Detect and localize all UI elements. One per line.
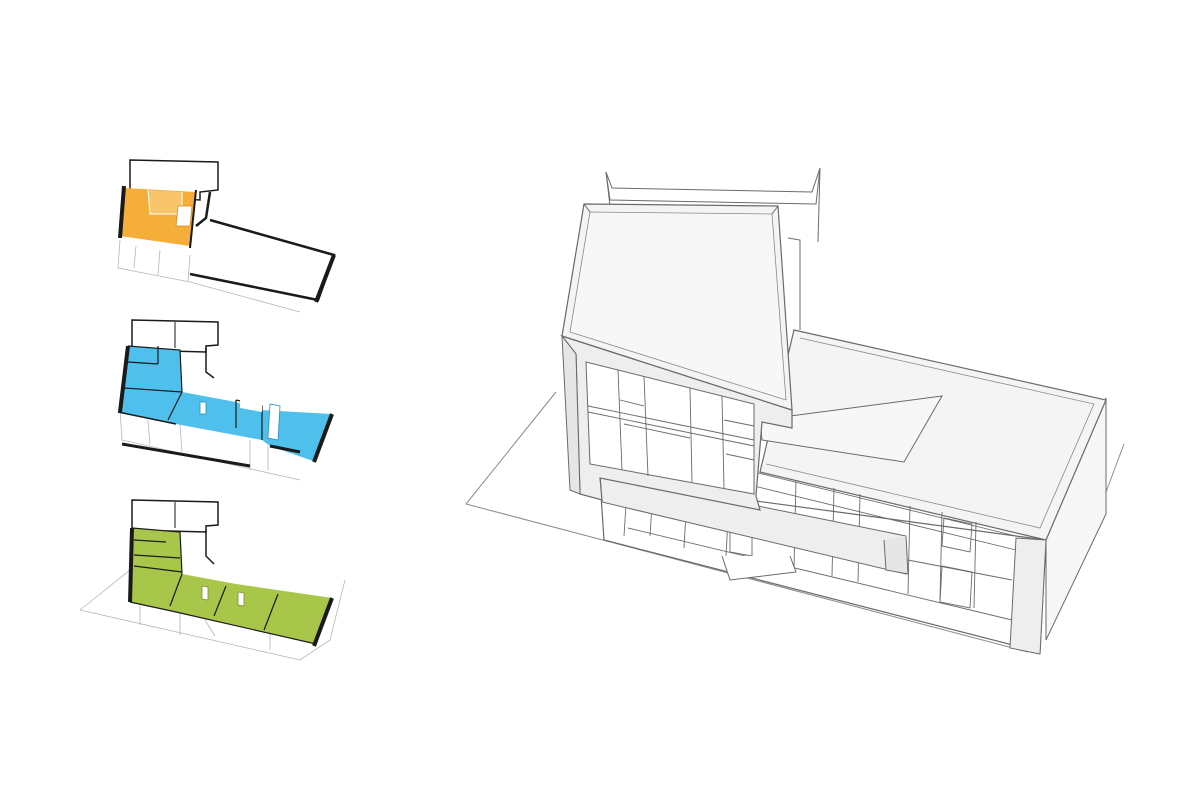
floor-plan-middle	[117, 319, 334, 481]
tower-glazing	[585, 361, 755, 495]
rear-neighbour-block	[605, 167, 821, 205]
building-axonometric	[465, 167, 1125, 655]
floor-plan-ground	[79, 499, 346, 661]
ground-floor-fill	[132, 528, 332, 644]
floor-plan-upper	[117, 159, 336, 313]
middle-floor-fill	[120, 346, 332, 462]
tower-mullions	[587, 369, 755, 489]
site-ground-plane	[465, 391, 1029, 653]
